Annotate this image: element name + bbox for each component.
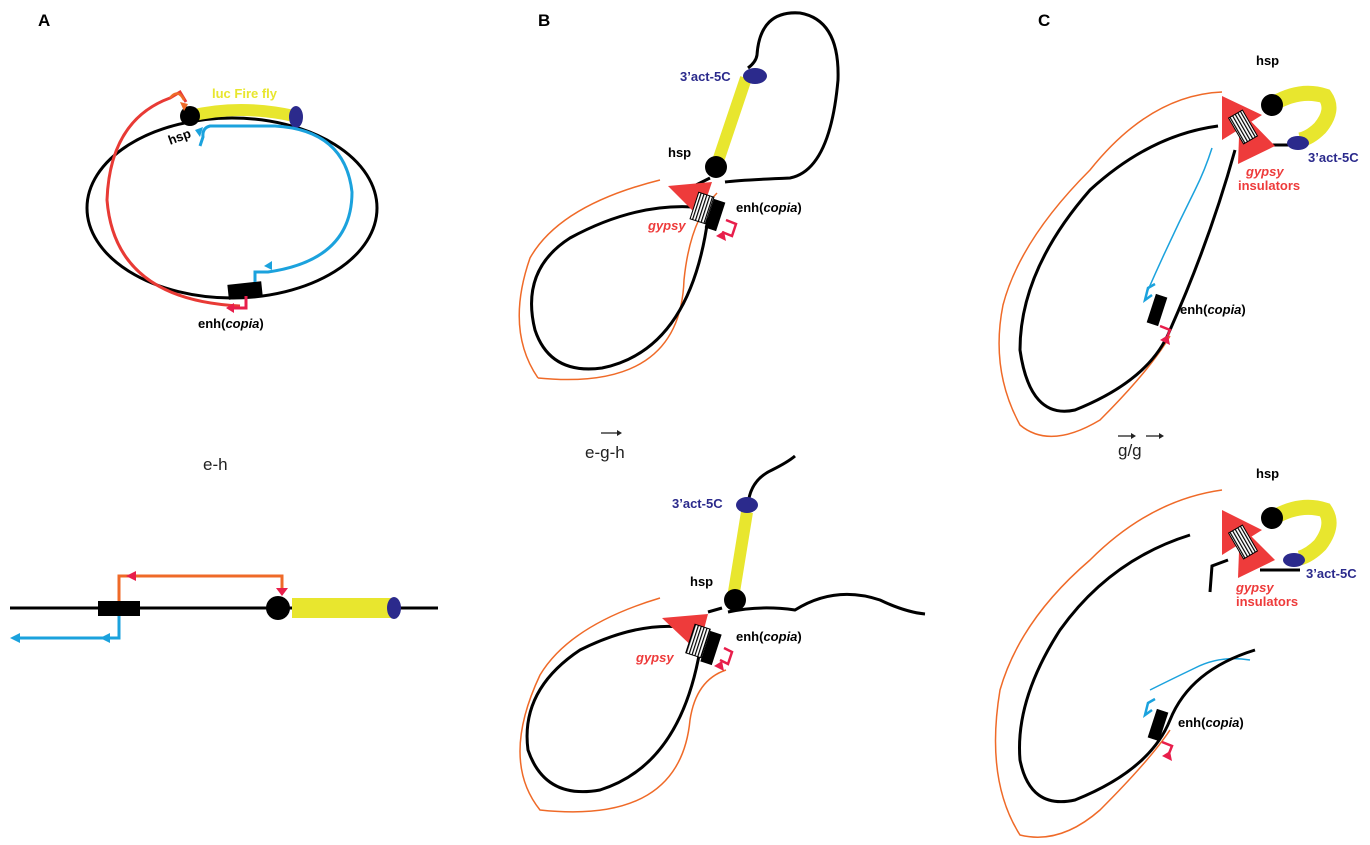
- hsp-label-c2: hsp: [1256, 466, 1279, 481]
- terminator-linear: [387, 597, 401, 619]
- arrowhead-blue-linear: [10, 633, 20, 643]
- transcript-arc-blue: [198, 124, 354, 282]
- arrowhead-blue-hsp: [195, 127, 203, 137]
- luciferase-gene-c2: [1269, 499, 1337, 566]
- luciferase-gene-c1: [1269, 85, 1337, 148]
- hsp-promoter-b2: [724, 589, 746, 611]
- trace-blue-c1: [1147, 147, 1213, 291]
- enhancer-block-c1: [1146, 293, 1168, 327]
- terminator-b2: [736, 497, 758, 513]
- panel-a-bottom-linear-construct: [10, 571, 438, 643]
- panel-c-letter: C: [1038, 11, 1050, 30]
- panel-c-top-loop: hsp 3’act-5C gypsy insulators enh(copia): [998, 53, 1359, 437]
- dna-loop-c1: [1018, 124, 1237, 413]
- dna-lower-loop-b2: [525, 624, 702, 794]
- dna-upper-loop: [724, 11, 840, 184]
- panel-b-bottom-loop: 3’act-5C hsp gypsy enh(copia): [519, 454, 926, 813]
- caption-b-group: e-g-h: [585, 430, 625, 462]
- enhancer-block-c2: [1147, 708, 1169, 742]
- hsp-promoter-c2: [1261, 507, 1283, 529]
- act5c-label-c2: 3’act-5C: [1306, 566, 1357, 581]
- enhancer-copia-block: [227, 281, 263, 300]
- insulator-hatch-b1: [689, 191, 715, 225]
- gypsy-label-c2: gypsy: [1235, 580, 1274, 595]
- enhancer-label-b1: enh(copia): [736, 200, 802, 215]
- arrowhead-red-linear: [126, 571, 136, 581]
- enhancer-block-b2: [700, 630, 722, 666]
- arrowhead-blue-enh: [264, 261, 272, 270]
- hsp-label-c1: hsp: [1256, 53, 1279, 68]
- enhancer-label: enh(copia): [198, 316, 264, 331]
- transcript-arc-red: [105, 89, 241, 308]
- terminator-b1: [743, 68, 767, 84]
- enhancer-label-c2: enh(copia): [1178, 715, 1244, 730]
- trace-blue-c2: [1149, 657, 1251, 691]
- insulator-hatch-c1: [1227, 109, 1259, 145]
- luciferase-gene-linear: [292, 598, 392, 618]
- enhancer-block-linear: [98, 601, 140, 616]
- act5c-label-b1: 3’act-5C: [680, 69, 731, 84]
- insulators-label-c2: insulators: [1236, 594, 1298, 609]
- hsp-label-b2: hsp: [690, 574, 713, 589]
- luciferase-label: luc Fire fly: [212, 86, 278, 101]
- gypsy-label-c1: gypsy: [1245, 164, 1284, 179]
- panel-b-letter: B: [538, 11, 550, 30]
- caption-c-group: g/g: [1118, 433, 1164, 460]
- enhancer-label-c1: enh(copia): [1180, 302, 1246, 317]
- insulator-hatch-b2: [685, 623, 711, 659]
- terminator-3act5c: [289, 106, 303, 128]
- terminator-c2: [1283, 553, 1305, 567]
- luciferase-gene-b1: [710, 76, 752, 169]
- plasmid-ring: [85, 116, 379, 300]
- dna-lower-loop: [530, 205, 710, 371]
- hsp-promoter-b1: [705, 156, 727, 178]
- hsp-label: hsp: [166, 126, 193, 148]
- terminator-c1: [1287, 136, 1309, 150]
- luciferase-gene-b2: [727, 511, 753, 599]
- hsp-promoter-c1: [1261, 94, 1283, 116]
- insulator-hatch-c2: [1227, 524, 1259, 560]
- arrowhead-red: [226, 303, 234, 313]
- panel-b-top-loop: 3’act-5C hsp gypsy enh(copia): [518, 11, 840, 381]
- panel-a-letter: A: [38, 11, 50, 30]
- caption-c: g/g: [1118, 441, 1142, 460]
- insulators-label-c1: insulators: [1238, 178, 1300, 193]
- hsp-promoter-linear: [266, 596, 290, 620]
- gypsy-label-b2: gypsy: [635, 650, 674, 665]
- hsp-promoter: [180, 106, 200, 126]
- trace-orange-b2: [519, 597, 727, 813]
- caption-a: e-h: [203, 455, 228, 474]
- panel-c-bottom-loop: hsp 3’act-5C gypsy insulators enh(copia): [994, 466, 1357, 838]
- arrowhead-orange: [180, 102, 188, 111]
- dna-tail-b2: [727, 592, 926, 616]
- hsp-label-b1: hsp: [668, 145, 691, 160]
- trace-orange-c2: [994, 489, 1223, 838]
- gypsy-label-b1: gypsy: [647, 218, 686, 233]
- luciferase-gene: [188, 104, 296, 122]
- panel-a-top-circular-construct: luc Fire fly hsp enh(copia): [85, 86, 379, 331]
- act5c-label-c1: 3’act-5C: [1308, 150, 1359, 165]
- dna-loop-c2: [1018, 533, 1256, 804]
- enhancer-label-b2: enh(copia): [736, 629, 802, 644]
- enhancer-block-b1: [704, 198, 726, 232]
- caption-b: e-g-h: [585, 443, 625, 462]
- trace-orange-c1: [998, 91, 1223, 437]
- act5c-label-b2: 3’act-5C: [672, 496, 723, 511]
